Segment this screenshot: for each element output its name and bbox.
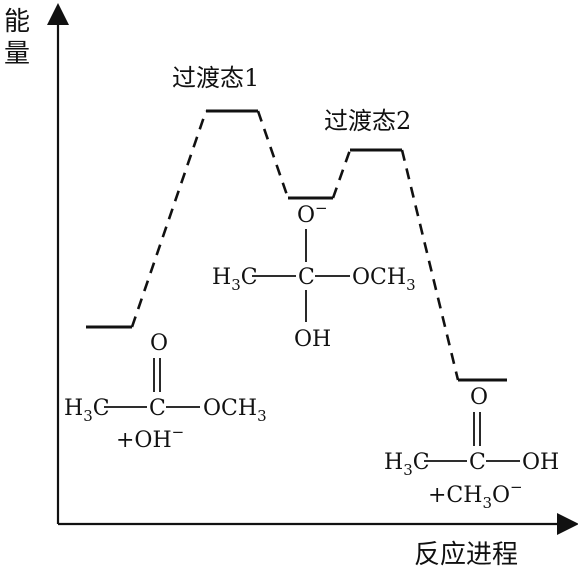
- x-axis-label: 反应进程: [414, 540, 518, 570]
- reactant-structure: O H3C C OCH3 +OH−: [64, 331, 267, 453]
- intermediate-center-c: C: [298, 265, 315, 290]
- intermediate-top-o: O−: [297, 199, 328, 228]
- y-axis-label-1: 能: [4, 7, 30, 37]
- connector-ts2-products: [400, 149, 460, 381]
- product-h3c: H3C: [384, 450, 430, 479]
- intermediate-h3c: H3C: [212, 265, 258, 294]
- product-carbonyl-o: O: [470, 385, 488, 410]
- ts2-label: 过渡态2: [324, 107, 411, 135]
- reactant-carbonyl-o: O: [150, 331, 168, 356]
- connector-intermediate-ts2: [331, 149, 352, 199]
- product-structure: O H3C C OH +CH3O−: [384, 385, 559, 512]
- connector-reactants-ts1: [130, 110, 208, 328]
- product-oh: OH: [522, 450, 559, 475]
- intermediate-oh: OH: [294, 327, 331, 352]
- intermediate-structure: O− H3C C OCH3 OH: [212, 199, 416, 352]
- intermediate-och3: OCH3: [352, 265, 416, 294]
- reactant-center-c: C: [149, 396, 166, 421]
- reactant-h3c: H3C: [64, 396, 110, 425]
- product-methoxide: +CH3O−: [428, 478, 523, 512]
- ts1-label: 过渡态1: [172, 64, 259, 92]
- reactant-och3: OCH3: [203, 396, 267, 425]
- product-center-c: C: [469, 450, 486, 475]
- reactant-hydroxide: +OH−: [116, 423, 184, 453]
- y-axis-label-2: 量: [4, 39, 30, 69]
- connector-ts1-intermediate: [256, 110, 290, 199]
